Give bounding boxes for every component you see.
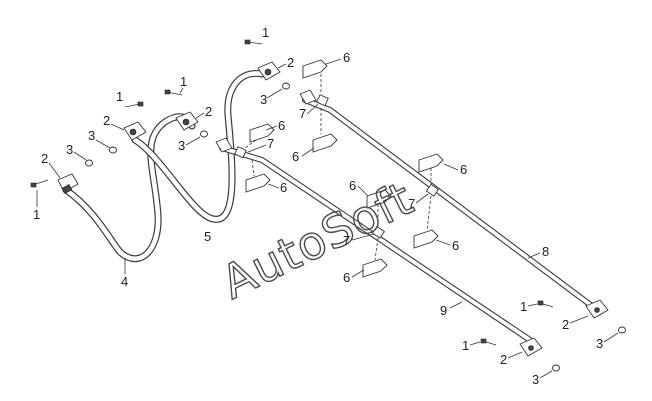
tube-8-end-block (299, 89, 317, 105)
callout-8: 8 (542, 244, 549, 259)
fitting-2-mid (175, 111, 199, 131)
callout-2: 2 (287, 55, 294, 70)
callout-3: 3 (532, 372, 539, 387)
callout-1: 1 (520, 299, 527, 314)
fitting-2-top (257, 61, 281, 81)
fitting-2-left (57, 173, 79, 195)
tube-9-end-block (215, 137, 233, 153)
callout-3: 3 (596, 336, 603, 351)
callout-2: 2 (205, 104, 212, 119)
callout-6: 6 (278, 118, 285, 133)
clamp-6 (245, 59, 444, 278)
callout-7: 7 (408, 196, 415, 211)
callout-7: 7 (299, 106, 306, 121)
callout-2: 2 (103, 113, 110, 128)
callout-1: 1 (33, 207, 40, 222)
callout-6: 6 (292, 149, 299, 164)
fitting-2-right-lower (519, 337, 543, 357)
hose-5 (131, 69, 266, 223)
o-ring-3 (85, 82, 626, 372)
callout-2: 2 (562, 317, 569, 332)
callout-7: 7 (267, 136, 274, 151)
watermark-text: AutoSoft (213, 171, 421, 310)
callout-9: 9 (440, 303, 447, 318)
callout-6: 6 (460, 162, 467, 177)
callout-1: 1 (462, 338, 469, 353)
tube-8 (302, 97, 603, 315)
callout-4: 4 (121, 274, 128, 289)
callout-5: 5 (204, 229, 211, 244)
callout-1: 1 (116, 89, 123, 104)
callout-2: 2 (41, 151, 48, 166)
fitting-2-right-upper (585, 299, 609, 319)
callout-6: 6 (280, 180, 287, 195)
sleeve-7 (234, 94, 440, 239)
callout-6: 6 (343, 50, 350, 65)
callout-2: 2 (500, 352, 507, 367)
callout-6: 6 (349, 178, 356, 193)
callout-labels: 1 1 1 1 1 1 2 2 2 2 2 2 3 3 3 3 3 3 (33, 25, 619, 387)
callout-3: 3 (260, 92, 267, 107)
clamp-leaders (244, 74, 432, 261)
callout-7: 7 (343, 233, 350, 248)
callout-1: 1 (262, 25, 269, 40)
callout-1: 1 (180, 74, 187, 89)
fitting-2-mid-left (123, 121, 147, 141)
callout-3: 3 (178, 138, 185, 153)
callout-6: 6 (343, 270, 350, 285)
hose-4 (62, 113, 196, 263)
callout-3: 3 (66, 142, 73, 157)
callout-6: 6 (452, 238, 459, 253)
callout-3: 3 (88, 128, 95, 143)
bolt-1 (30, 39, 554, 346)
